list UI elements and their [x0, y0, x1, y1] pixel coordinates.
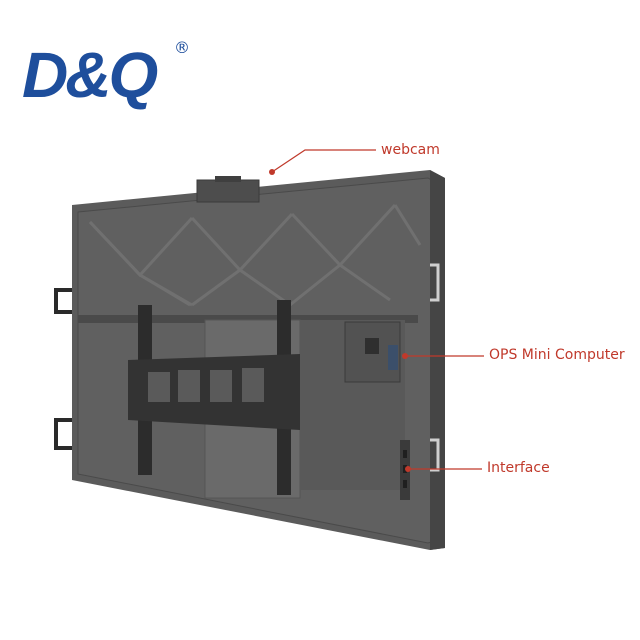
handle-right-bottom: [430, 438, 440, 472]
webcam-callout-dot: [269, 169, 275, 175]
webcam-label: webcam: [381, 142, 440, 158]
handle-right-top: [430, 263, 440, 302]
handle-left-top: [54, 288, 72, 314]
handle-left-bottom: [54, 418, 72, 450]
interface-callout-dot: [405, 466, 411, 472]
registered-mark: ®: [174, 38, 190, 57]
webcam-leader-line: [271, 149, 376, 173]
webcam-housing: [196, 179, 260, 203]
ops-mini-computer-label: OPS Mini Computer: [489, 347, 625, 363]
vesa-mount-slots: [148, 368, 264, 402]
panel-edge: [430, 170, 445, 550]
frame-bracing: [88, 203, 422, 307]
interface-label: Interface: [487, 460, 550, 476]
mounting-rail: [78, 315, 418, 323]
ops-callout-dot: [402, 353, 408, 359]
brand-logo: D&Q ®: [22, 38, 192, 111]
logo-text: D&Q: [22, 39, 158, 111]
